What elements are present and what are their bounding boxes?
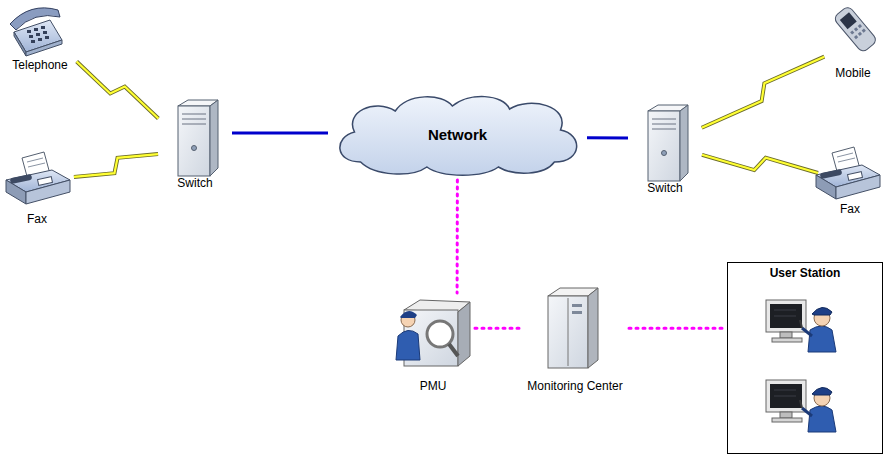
wireless-link [74,154,158,177]
switch-node: Switch [160,98,230,190]
monitoring-link [475,328,521,329]
node-label: Monitoring Center [527,379,622,393]
node-label: Switch [177,176,212,190]
trunk-path [587,136,628,139]
switch-icon [648,105,688,181]
network-cloud: Network [330,92,585,178]
bolt-core [77,62,159,119]
node-label: User Station [770,266,841,280]
trunk-line [232,133,328,134]
node-label: PMU [420,379,447,393]
fax-icon [816,147,880,199]
user-station-box: User Station [727,262,883,454]
node-label: Mobile [835,66,870,80]
bolt-core [702,57,825,128]
pmu-node: PMU [393,295,473,393]
trunk-line [587,137,628,138]
node-label: Switch [647,181,682,195]
bolt-outline [702,155,818,173]
bolt-core [74,154,158,177]
node-label: Network [428,128,487,142]
dotted-path [475,327,521,330]
pmu-icon [396,300,470,366]
node-label: Fax [27,212,47,226]
dotted-path [456,180,459,293]
monitoring-link [629,328,725,329]
node-label: Telephone [12,58,67,72]
bolt-outline [77,62,159,119]
monitoring-link [457,180,458,293]
node-label: Fax [840,202,860,216]
monitoring-center-icon [548,288,598,368]
bolt-outline [702,57,825,128]
switch-node: Switch [630,103,700,195]
fax-icon [6,152,70,204]
monitoring-center-node: Monitoring Center [523,285,627,393]
mobile-icon [833,5,878,53]
bolt-outline [74,154,158,177]
user-station-officer [766,300,836,352]
wireless-link [77,62,159,119]
telephone-node: Telephone [5,0,75,72]
switch-icon [178,100,218,176]
fax-node: Fax [2,148,72,226]
bolt-core [702,155,818,173]
user-station-officer [766,380,836,432]
cloud-outline [340,97,577,176]
fax-node: Fax [820,140,880,216]
telephone-icon [10,8,62,56]
mobile-node: Mobile [826,0,880,80]
trunk-path [232,132,328,135]
wireless-link [702,155,818,173]
wireless-link [702,57,825,128]
dotted-path [629,327,725,330]
